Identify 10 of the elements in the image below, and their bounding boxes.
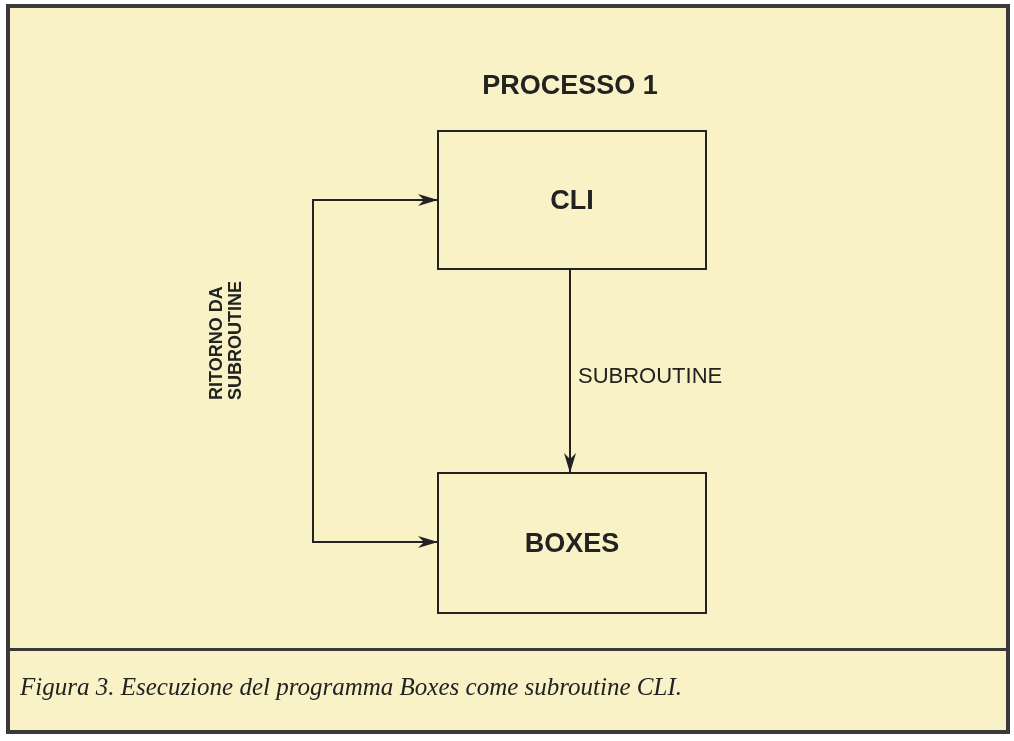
edge-label: SUBROUTINE — [578, 363, 723, 389]
process-box — [437, 472, 707, 614]
arrow — [312, 194, 438, 548]
figure-caption: Figura 3. Esecuzione del programma Boxes come subroutine CLI. — [20, 673, 682, 701]
arrow — [564, 269, 576, 473]
process-box — [437, 130, 707, 270]
box-label: BOXES — [524, 527, 620, 559]
edge-label: RITORNO DA SUBROUTINE — [206, 280, 246, 400]
box-label: CLI — [550, 184, 594, 216]
diagram-title: PROCESSO 1 — [481, 70, 659, 101]
